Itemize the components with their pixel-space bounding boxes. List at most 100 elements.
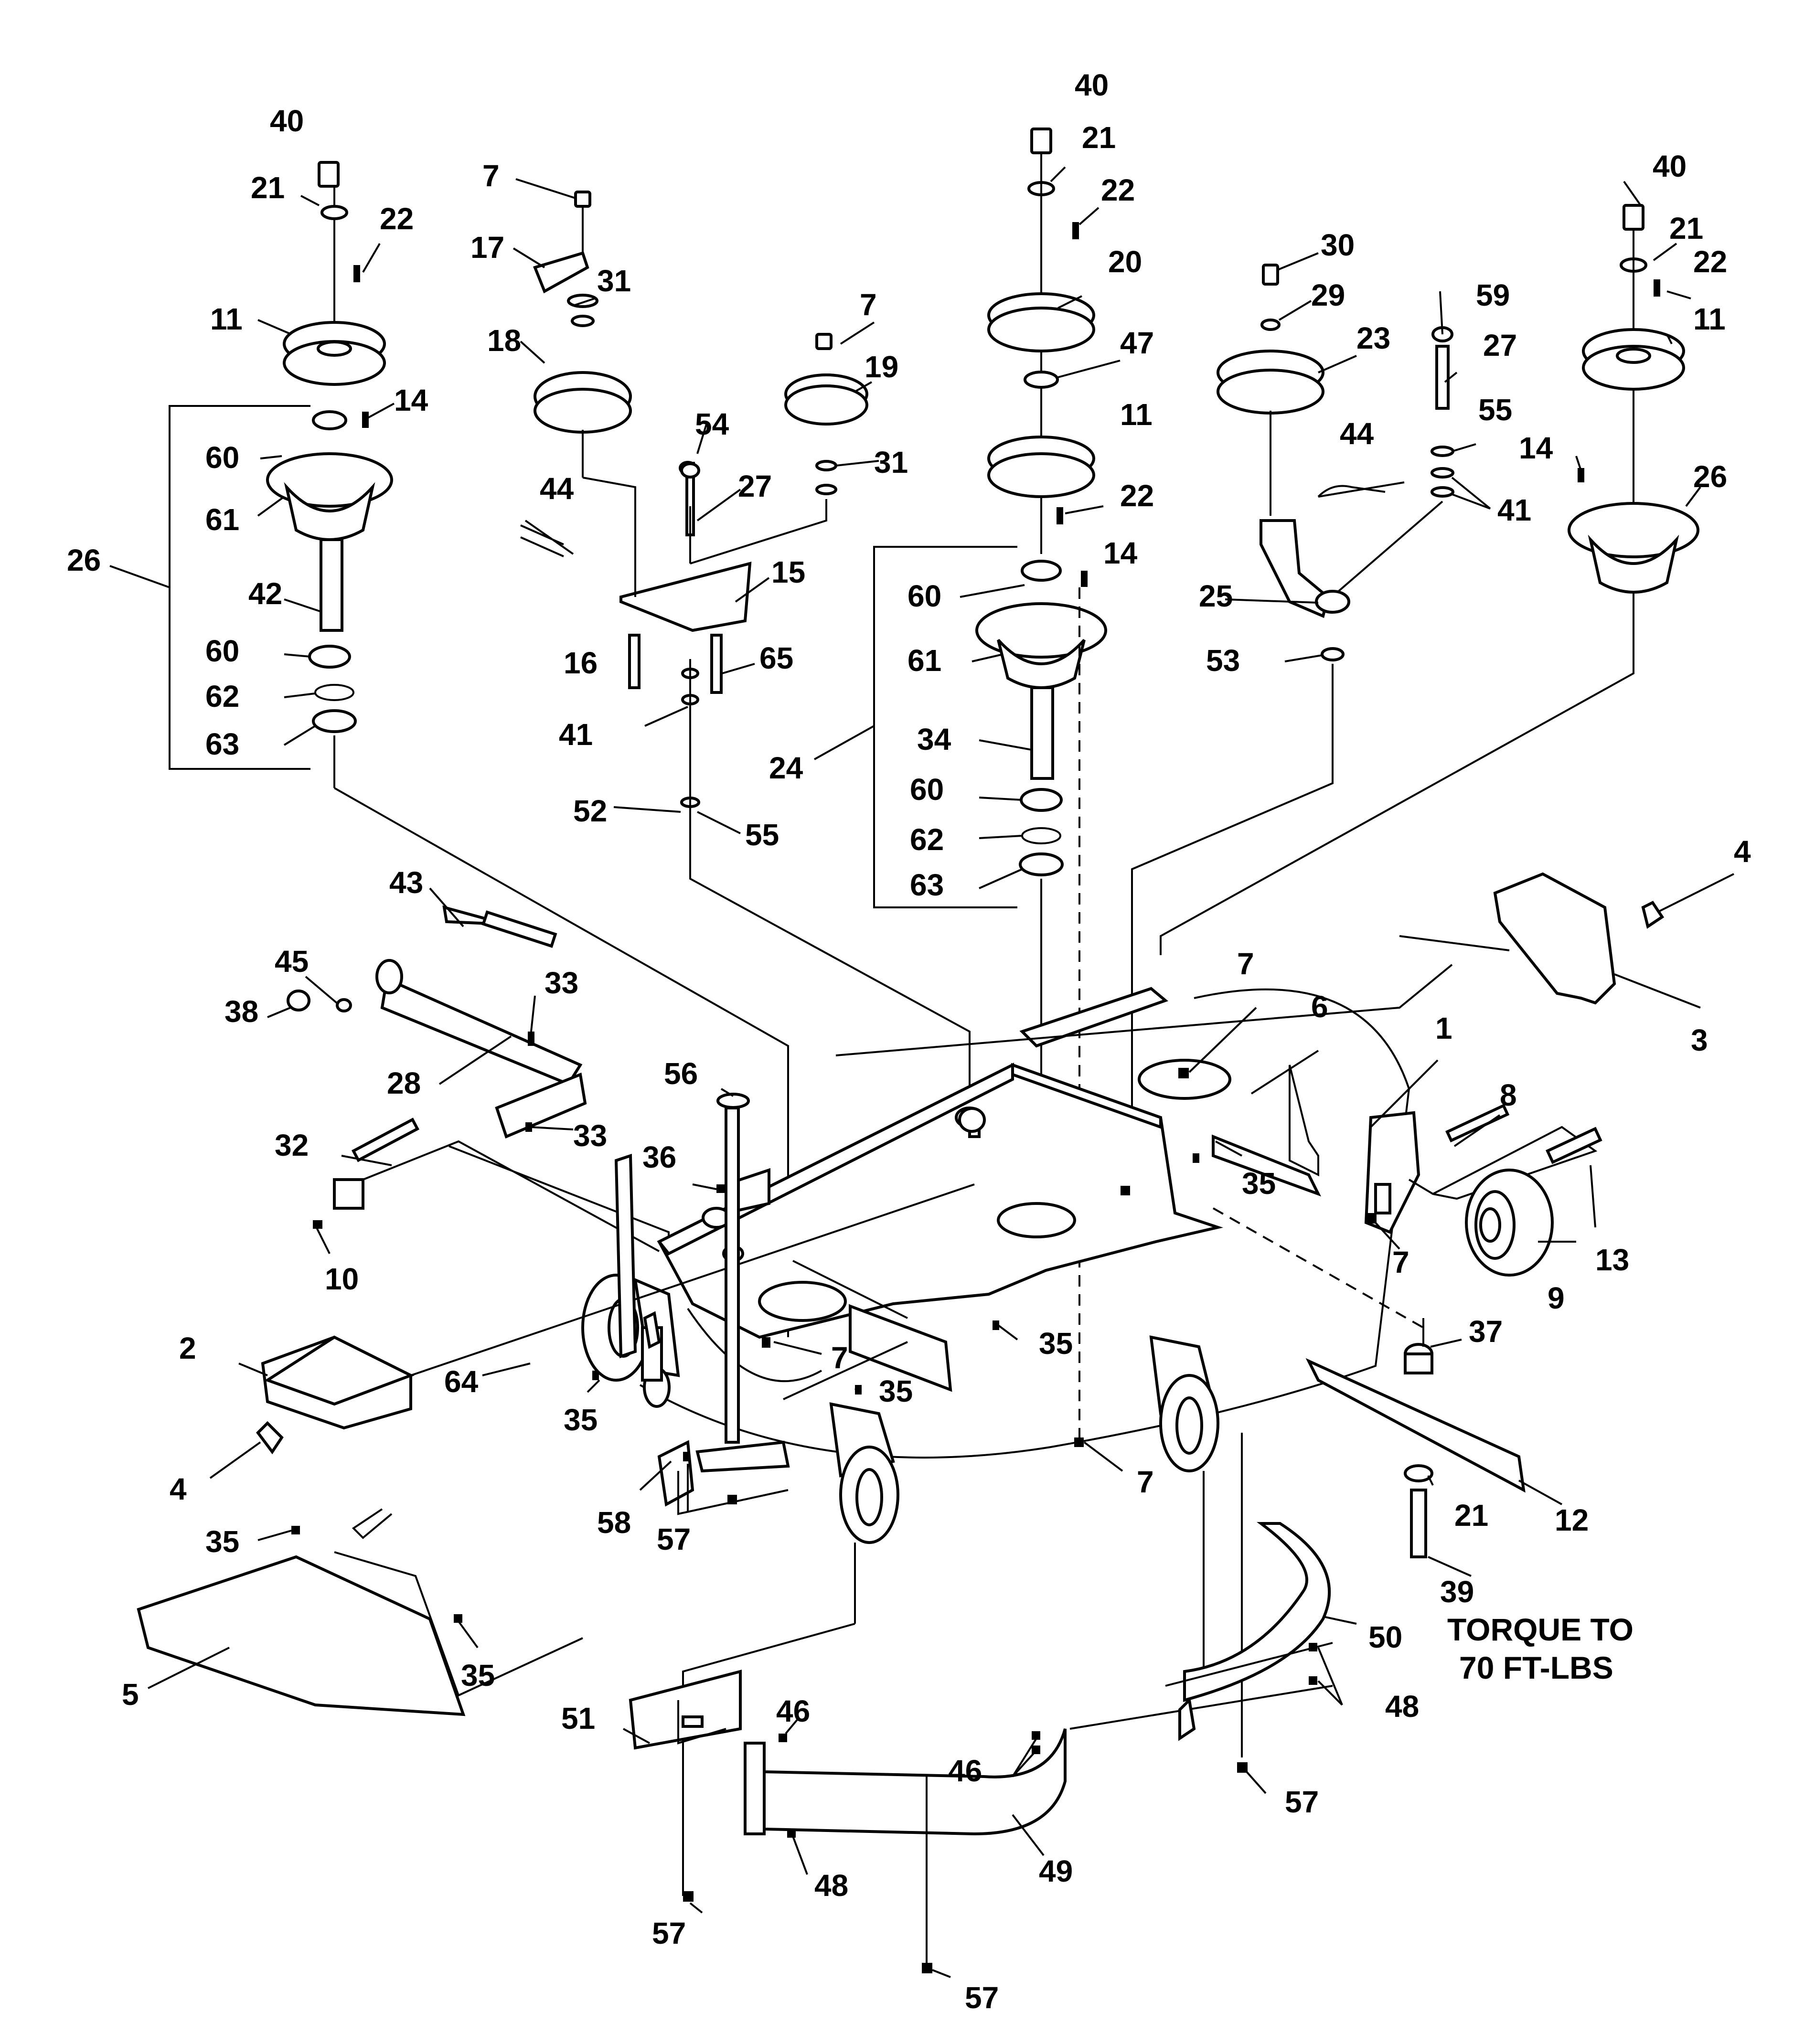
callout-1: 1 bbox=[1435, 1011, 1452, 1045]
callout-41-right: 41 bbox=[1497, 493, 1531, 527]
callout-8: 8 bbox=[1500, 1078, 1517, 1112]
callout-35-chute-a: 35 bbox=[205, 1524, 239, 1559]
leader-lines bbox=[109, 166, 1734, 1978]
left-spindle-assembly bbox=[169, 161, 789, 1337]
callout-43: 43 bbox=[389, 865, 423, 900]
right-spindle-assembly bbox=[1160, 204, 1699, 955]
callout-31-a: 31 bbox=[597, 264, 631, 298]
callout-9: 9 bbox=[1548, 1281, 1565, 1315]
belt-covers bbox=[256, 872, 1665, 1455]
callout-47: 47 bbox=[1120, 326, 1154, 360]
callout-22-right: 22 bbox=[1693, 245, 1727, 279]
callout-3: 3 bbox=[1691, 1023, 1708, 1057]
idler-arm bbox=[287, 905, 670, 1252]
callout-14-left: 14 bbox=[394, 383, 428, 417]
callout-54: 54 bbox=[695, 407, 729, 441]
callout-15: 15 bbox=[771, 555, 805, 589]
callout-12: 12 bbox=[1555, 1503, 1589, 1537]
callout-35-mid-c: 35 bbox=[564, 1403, 598, 1437]
callout-30: 30 bbox=[1321, 228, 1355, 262]
right-post-assembly bbox=[1336, 326, 1454, 593]
center-spindle-assembly bbox=[873, 128, 1107, 1442]
callout-21-left: 21 bbox=[251, 170, 285, 205]
callout-14-center: 14 bbox=[1103, 536, 1138, 570]
callout-44-right: 44 bbox=[1340, 416, 1374, 451]
callout-27-right: 27 bbox=[1483, 328, 1517, 362]
callout-11-center: 11 bbox=[1120, 397, 1153, 432]
callout-60-left-top: 60 bbox=[205, 440, 239, 475]
callout-37: 37 bbox=[1469, 1314, 1503, 1349]
callout-58: 58 bbox=[597, 1505, 631, 1540]
callout-22-center-lower: 22 bbox=[1120, 479, 1154, 513]
callout-57-bottom: 57 bbox=[965, 1980, 999, 2015]
callout-22-center: 22 bbox=[1101, 173, 1135, 207]
callout-55-right: 55 bbox=[1478, 393, 1512, 427]
callout-7-deck-top: 7 bbox=[1237, 947, 1254, 981]
callout-13: 13 bbox=[1595, 1243, 1629, 1277]
callout-46-a: 46 bbox=[776, 1694, 810, 1728]
callout-33-top: 33 bbox=[544, 966, 578, 1000]
callout-6: 6 bbox=[1311, 990, 1328, 1024]
callout-64: 64 bbox=[444, 1364, 479, 1399]
callout-11-left: 11 bbox=[210, 302, 243, 336]
callout-7-deck-mid: 7 bbox=[831, 1341, 848, 1375]
callout-35-mid-a: 35 bbox=[1039, 1326, 1073, 1361]
torque-note-line-2: 70 FT-LBS bbox=[1459, 1650, 1613, 1685]
callout-63-left: 63 bbox=[205, 727, 239, 761]
callout-53: 53 bbox=[1206, 643, 1240, 678]
callout-23: 23 bbox=[1356, 321, 1390, 355]
callout-34: 34 bbox=[917, 722, 951, 756]
callout-35-deck: 35 bbox=[1242, 1166, 1276, 1201]
callout-2: 2 bbox=[179, 1331, 196, 1365]
blade-assembly bbox=[1213, 1207, 1526, 1558]
idler-assembly-left bbox=[520, 191, 971, 1127]
right-rear-wheel bbox=[1364, 1104, 1602, 1277]
callout-57-left: 57 bbox=[652, 1916, 686, 1950]
callout-24: 24 bbox=[769, 751, 803, 785]
callout-14-right: 14 bbox=[1519, 431, 1553, 465]
callout-57-deck: 57 bbox=[657, 1522, 691, 1556]
idler-23-assembly bbox=[1131, 264, 1405, 1184]
callout-labels: 40 21 22 11 60 14 61 26 42 60 62 63 7 17… bbox=[67, 68, 1751, 2015]
torque-note-line-1: TORQUE TO bbox=[1447, 1612, 1634, 1647]
callout-7-idler: 7 bbox=[482, 159, 500, 193]
callout-62-left: 62 bbox=[205, 679, 239, 713]
callout-19: 19 bbox=[865, 350, 898, 384]
discharge-chute bbox=[137, 1508, 583, 1716]
callout-16: 16 bbox=[564, 646, 598, 680]
callout-4-left: 4 bbox=[170, 1472, 187, 1506]
callout-31-b: 31 bbox=[874, 445, 908, 479]
callout-35-mid-b: 35 bbox=[879, 1374, 913, 1408]
callout-35-chute-b: 35 bbox=[461, 1658, 495, 1693]
callout-39: 39 bbox=[1440, 1575, 1474, 1609]
callout-41-left: 41 bbox=[559, 717, 593, 752]
callout-45: 45 bbox=[275, 944, 309, 979]
callout-7-deck-front: 7 bbox=[1137, 1465, 1154, 1499]
callout-11-right: 11 bbox=[1693, 302, 1726, 336]
callout-21-blade: 21 bbox=[1454, 1498, 1488, 1533]
callout-26-left: 26 bbox=[67, 543, 101, 577]
callout-36: 36 bbox=[642, 1140, 676, 1174]
callout-7-idler-19: 7 bbox=[860, 287, 877, 322]
callout-4-right: 4 bbox=[1734, 834, 1751, 869]
callout-25: 25 bbox=[1199, 579, 1233, 613]
callout-65: 65 bbox=[759, 641, 793, 675]
callout-27-left: 27 bbox=[738, 469, 772, 503]
front-casters bbox=[682, 1335, 1243, 1896]
callout-51: 51 bbox=[561, 1701, 595, 1735]
callout-20: 20 bbox=[1108, 245, 1142, 279]
callout-52: 52 bbox=[573, 794, 607, 828]
callout-63-center: 63 bbox=[910, 868, 944, 902]
callout-57-right: 57 bbox=[1285, 1785, 1319, 1819]
callout-21-center: 21 bbox=[1082, 120, 1116, 155]
callout-60-center-top: 60 bbox=[908, 579, 941, 613]
callout-48-right: 48 bbox=[1385, 1689, 1419, 1724]
callout-40-right: 40 bbox=[1653, 149, 1687, 183]
callout-5: 5 bbox=[122, 1677, 139, 1712]
idler-19-assembly bbox=[680, 333, 868, 564]
callout-18: 18 bbox=[487, 323, 521, 358]
callout-22-left: 22 bbox=[380, 202, 414, 236]
callout-50: 50 bbox=[1368, 1620, 1402, 1654]
callout-56: 56 bbox=[664, 1056, 698, 1091]
